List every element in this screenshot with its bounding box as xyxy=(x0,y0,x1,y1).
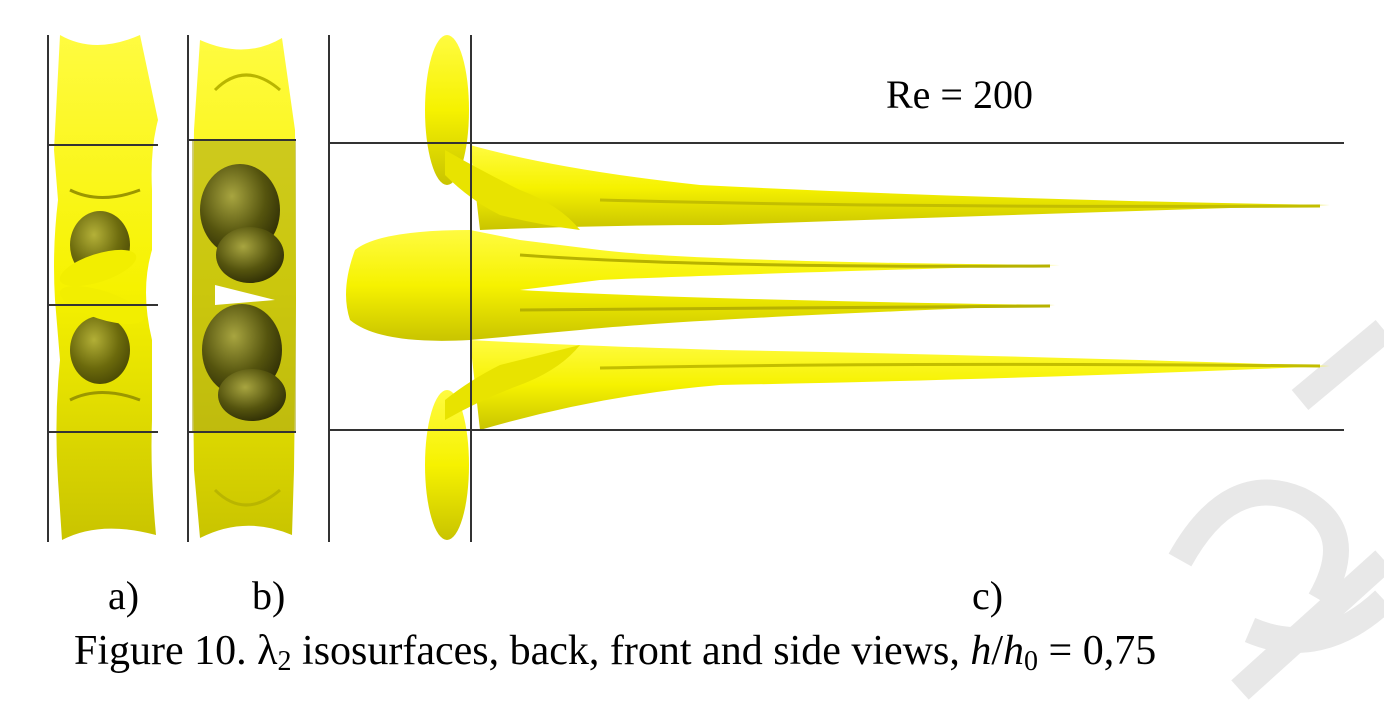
caption-lambda-subscript: 2 xyxy=(277,646,292,677)
figure-caption: Figure 10. λ2 isosurfaces, back, front a… xyxy=(74,628,1157,676)
reynolds-number-label: Re = 200 xyxy=(886,72,1033,117)
watermark-graphic xyxy=(1168,320,1384,700)
caption-h: h xyxy=(970,628,992,674)
caption-h0-subscript: 0 xyxy=(1024,646,1039,677)
panel-a-back-view xyxy=(47,35,158,542)
caption-suffix: = 0,75 xyxy=(1038,628,1157,674)
panel-b-label: b) xyxy=(252,573,286,618)
caption-slash: / xyxy=(991,628,1004,674)
caption-lambda: λ xyxy=(257,628,278,674)
panel-b-front-view xyxy=(187,35,296,542)
panel-c-label: c) xyxy=(972,573,1004,618)
panel-a-label: a) xyxy=(108,573,140,618)
panel-c-side-view xyxy=(328,35,1344,542)
caption-h0: h xyxy=(1003,628,1025,674)
caption-prefix: Figure 10. xyxy=(74,628,258,674)
caption-middle: isosurfaces, back, front and side views, xyxy=(291,628,971,674)
